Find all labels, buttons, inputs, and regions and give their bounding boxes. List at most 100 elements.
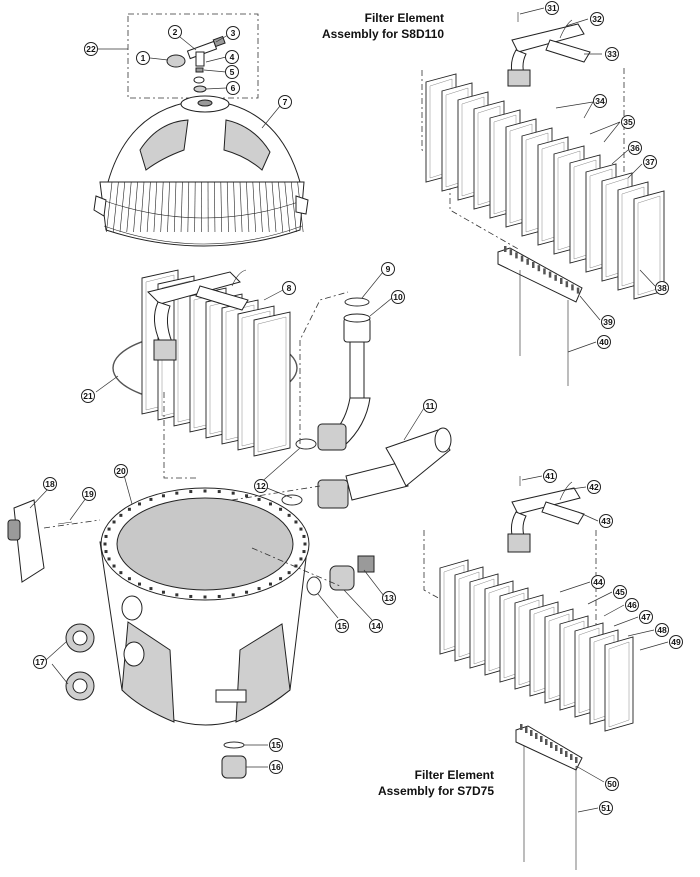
- svg-text:51: 51: [601, 803, 611, 813]
- svg-text:16: 16: [271, 762, 281, 772]
- callout-47: 47: [639, 610, 653, 624]
- svg-text:37: 37: [645, 157, 655, 167]
- svg-text:46: 46: [627, 600, 637, 610]
- svg-text:31: 31: [547, 3, 557, 13]
- svg-text:44: 44: [593, 577, 603, 587]
- callout-40: 40: [597, 335, 611, 349]
- svg-text:47: 47: [641, 612, 651, 622]
- callout-9: 9: [381, 262, 395, 276]
- svg-text:15: 15: [271, 740, 281, 750]
- svg-text:13: 13: [384, 593, 394, 603]
- svg-text:22: 22: [86, 44, 96, 54]
- filter-dome-lid: [93, 95, 309, 247]
- callout-16: 16: [269, 760, 283, 774]
- svg-text:21: 21: [83, 391, 93, 401]
- callout-39: 39: [601, 315, 615, 329]
- callout-15b: 15: [269, 738, 283, 752]
- title-s8d110-line2: Assembly for S8D110: [322, 27, 444, 41]
- svg-text:2: 2: [173, 27, 178, 37]
- svg-text:34: 34: [595, 96, 605, 106]
- callout-19: 19: [82, 487, 96, 501]
- callout-4: 4: [225, 50, 239, 64]
- callout-1: 1: [136, 51, 150, 65]
- callout-36: 36: [628, 141, 642, 155]
- svg-text:15: 15: [337, 621, 347, 631]
- air-relief-valve-assembly: [127, 13, 259, 99]
- title-s7d75: Filter Element Assembly for S7D75: [378, 768, 494, 798]
- callout-33: 33: [605, 47, 619, 61]
- svg-text:49: 49: [671, 637, 681, 647]
- callout-6: 6: [226, 81, 240, 95]
- svg-text:17: 17: [35, 657, 45, 667]
- callout-41: 41: [543, 469, 557, 483]
- svg-text:45: 45: [615, 587, 625, 597]
- callout-leaders: [29, 7, 669, 813]
- svg-text:5: 5: [230, 67, 235, 77]
- svg-text:3: 3: [231, 28, 236, 38]
- svg-text:8: 8: [287, 283, 292, 293]
- svg-text:36: 36: [630, 143, 640, 153]
- callout-8: 8: [282, 281, 296, 295]
- callout-46: 46: [625, 598, 639, 612]
- element-assembly-s7d75: [439, 476, 634, 870]
- title-s7d75-line2: Assembly for S7D75: [378, 784, 494, 798]
- callout-14: 14: [369, 619, 383, 633]
- title-s8d110: Filter Element Assembly for S8D110: [322, 11, 444, 41]
- callout-50: 50: [605, 777, 619, 791]
- svg-text:20: 20: [116, 466, 126, 476]
- svg-text:12: 12: [256, 481, 266, 491]
- element-assembly-s8d110: [425, 12, 665, 386]
- svg-text:14: 14: [371, 621, 381, 631]
- callout-7: 7: [278, 95, 292, 109]
- title-s8d110-line1: Filter Element: [365, 11, 444, 25]
- tank-adapter-fittings: [281, 427, 452, 509]
- svg-text:19: 19: [84, 489, 94, 499]
- svg-text:7: 7: [283, 97, 288, 107]
- callout-balloons: 1 2 3 4 5 6 7 8 9 10 11 12 13 14 15 15 1…: [33, 1, 683, 815]
- filter-tank-body: [99, 487, 310, 726]
- callout-44: 44: [591, 575, 605, 589]
- callout-12: 12: [254, 479, 268, 493]
- svg-text:32: 32: [592, 14, 602, 24]
- callout-2: 2: [168, 25, 182, 39]
- svg-text:6: 6: [231, 83, 236, 93]
- svg-text:38: 38: [657, 283, 667, 293]
- callout-15a: 15: [335, 619, 349, 633]
- drain-and-gauge-parts: [7, 499, 375, 779]
- main-filter-element: [112, 269, 298, 457]
- svg-text:35: 35: [623, 117, 633, 127]
- callout-35: 35: [621, 115, 635, 129]
- callout-31: 31: [545, 1, 559, 15]
- svg-text:50: 50: [607, 779, 617, 789]
- svg-text:11: 11: [426, 401, 435, 411]
- callout-3: 3: [226, 26, 240, 40]
- svg-text:48: 48: [657, 625, 667, 635]
- callout-20: 20: [114, 464, 128, 478]
- callout-51: 51: [599, 801, 613, 815]
- callout-11: 11: [423, 399, 437, 413]
- callout-10: 10: [391, 290, 405, 304]
- callout-43: 43: [599, 514, 613, 528]
- svg-text:42: 42: [589, 482, 599, 492]
- callout-42: 42: [587, 480, 601, 494]
- callout-38: 38: [655, 281, 669, 295]
- callout-5: 5: [225, 65, 239, 79]
- callout-45: 45: [613, 585, 627, 599]
- standpipe-assembly: [317, 297, 371, 451]
- callout-49: 49: [669, 635, 683, 649]
- svg-text:41: 41: [545, 471, 555, 481]
- svg-text:40: 40: [599, 337, 609, 347]
- svg-text:1: 1: [141, 53, 146, 63]
- title-s7d75-line1: Filter Element: [415, 768, 494, 782]
- callout-18: 18: [43, 477, 57, 491]
- callout-48: 48: [655, 623, 669, 637]
- callout-22: 22: [84, 42, 98, 56]
- svg-text:9: 9: [386, 264, 391, 274]
- svg-text:43: 43: [601, 516, 611, 526]
- callout-13: 13: [382, 591, 396, 605]
- svg-text:39: 39: [603, 317, 613, 327]
- callout-21: 21: [81, 389, 95, 403]
- callout-37: 37: [643, 155, 657, 169]
- callout-34: 34: [593, 94, 607, 108]
